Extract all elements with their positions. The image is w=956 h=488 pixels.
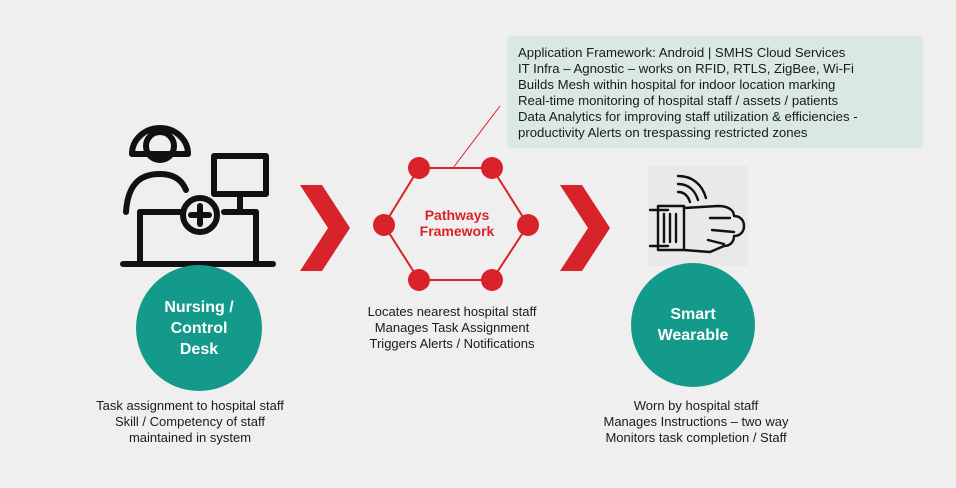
nursing-description: Task assignment to hospital staff Skill … <box>62 398 318 446</box>
pathways-desc-line: Manages Task Assignment <box>374 320 530 335</box>
nursing-desc-line: maintained in system <box>128 430 252 445</box>
wearable-desc-line: Monitors task completion / Staff <box>605 430 787 445</box>
nursing-desc-line: Skill / Competency of staff <box>114 414 266 429</box>
arrow-right-icon <box>300 185 350 271</box>
smart-wearable-circle: Smart Wearable <box>631 263 755 387</box>
pathways-framework-label: Pathways Framework <box>383 207 531 239</box>
nurse-desk-icon <box>120 125 276 267</box>
pathways-desc-line: Locates nearest hospital staff <box>367 304 537 319</box>
nursing-control-desk-circle: Nursing / Control Desk <box>136 265 262 391</box>
callout-box: Application Framework: Android | SMHS Cl… <box>507 36 923 148</box>
callout-line: Builds Mesh within hospital for indoor l… <box>518 77 836 92</box>
pathways-title-line: Framework <box>419 223 495 239</box>
nursing-title-line: Nursing / <box>164 298 234 316</box>
wearable-desc-line: Worn by hospital staff <box>633 398 759 413</box>
arrow-right-icon <box>560 185 610 271</box>
hexagon-network-icon <box>373 157 539 291</box>
wearable-title-line: Wearable <box>657 327 729 344</box>
wearable-desc-line: Manages Instructions – two way <box>603 414 789 429</box>
callout-line: productivity Alerts on trespassing restr… <box>518 125 808 140</box>
wearable-title-line: Smart <box>670 306 716 323</box>
nursing-title-line: Desk <box>179 340 219 358</box>
smart-wearable-hand-icon <box>648 166 748 266</box>
callout-line: Data Analytics for improving staff utili… <box>518 109 858 124</box>
pathways-title-line: Pathways <box>424 207 490 223</box>
nursing-title-line: Control <box>170 319 228 337</box>
callout-line: IT Infra – Agnostic – works on RFID, RTL… <box>518 61 854 76</box>
nursing-desc-line: Task assignment to hospital staff <box>96 398 284 413</box>
pathways-desc-line: Triggers Alerts / Notifications <box>369 336 535 351</box>
wearable-description: Worn by hospital staff Manages Instructi… <box>570 398 822 446</box>
callout-line: Real-time monitoring of hospital staff /… <box>518 93 839 108</box>
callout-line: Application Framework: Android | SMHS Cl… <box>518 45 846 60</box>
pathways-description: Locates nearest hospital staff Manages T… <box>330 304 574 352</box>
